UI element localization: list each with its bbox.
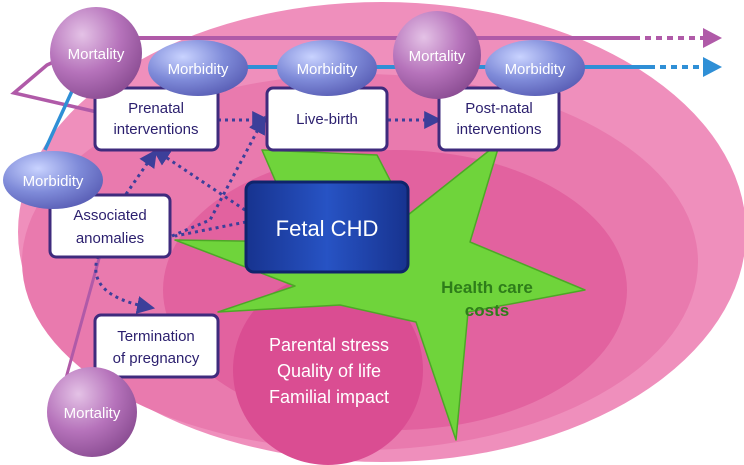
arrow-center-to-associated [174,220,247,238]
arrow-associated-to-prenatal [120,149,158,201]
termination-line-2: of pregnancy [113,350,200,367]
termination-box: Termination of pregnancy [93,313,220,379]
postnatal-line-1: Post-natal [465,100,533,117]
fetal-chd-label: Fetal CHD [276,216,379,241]
morbidity-bubble-label: Morbidity [297,61,358,78]
mortality-bubble: Mortality [393,11,481,99]
fetal-chd-node: Fetal CHD [244,180,410,274]
costs-line-2: costs [465,301,509,320]
postnatal-line-2: interventions [456,121,541,138]
associated-line-2: anomalies [76,230,144,247]
mortality-bubble: Mortality [47,367,137,457]
morbidity-bubble-label: Morbidity [23,173,84,190]
post-natal-interventions-box: Post-natal interventions [437,86,561,152]
morbidity-bubble-label: Morbidity [505,61,566,78]
psychosocial-circle [233,275,423,465]
prenatal-line-2: interventions [113,121,198,138]
parental-stress-text: Parental stress [269,335,389,355]
associated-anomalies-box: Associated anomalies [48,193,172,259]
live-birth-box: Live-birth [265,86,389,152]
familial-impact-text: Familial impact [269,387,389,407]
mortality-arrowhead [703,28,722,48]
mortality-branch-down [64,254,102,379]
morbidity-bubble: Morbidity [485,40,585,96]
mortality-bubble: Mortality [50,7,142,99]
morbidity-arrowhead [703,57,722,77]
mortality-bubble-label: Mortality [409,48,466,65]
mortality-bubble-label: Mortality [64,405,121,422]
quality-of-life-text: Quality of life [277,361,381,381]
morbidity-bubble: Morbidity [277,40,377,96]
costs-line-1: Health care [441,278,533,297]
prenatal-line-1: Prenatal [128,100,184,117]
associated-line-1: Associated [73,207,146,224]
morbidity-bubble: Morbidity [148,40,248,96]
live-birth-label: Live-birth [296,111,358,128]
morbidity-bubble: Morbidity [3,151,103,209]
morbidity-bubble-label: Morbidity [168,61,229,78]
prenatal-interventions-box: Prenatal interventions [93,86,220,152]
termination-line-1: Termination [117,328,195,345]
arrow-associated-to-termination [94,255,156,314]
mortality-bubble-label: Mortality [68,46,125,63]
